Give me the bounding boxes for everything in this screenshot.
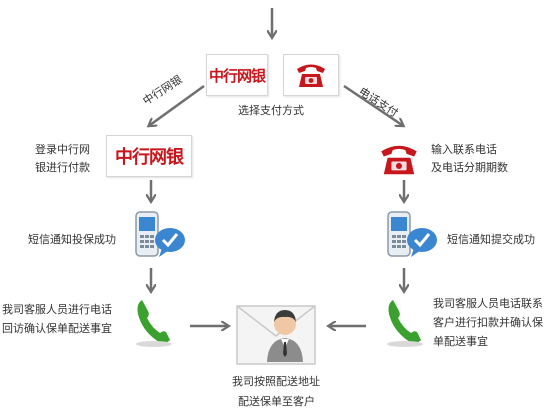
right-step1-line2: 及电话分期期数 [431, 161, 508, 174]
right-step1-line1: 输入联系电话 [431, 143, 497, 156]
left-boc-logo-card: 中行网银 [106, 135, 192, 177]
red-telephone-icon [297, 64, 325, 87]
left-sms-phone-check-icon [135, 211, 185, 257]
left-step3-line2: 回访确认保单配送事宜 [2, 322, 112, 335]
boc-logo-text: 中行网银 [115, 147, 184, 168]
left-step2-text: 短信通知投保成功 [28, 233, 116, 246]
right-sms-phone-check-icon [387, 211, 437, 257]
right-green-phone-icon [387, 300, 423, 347]
left-step3-line1: 我司客服人员进行电话 [2, 303, 112, 316]
boc-logo-text: 中行网银 [208, 66, 266, 85]
arrow-diag-right [343, 84, 402, 125]
right-step3-line2: 客户进行扣款并确认保 [433, 316, 543, 329]
right-step2-text: 短信通知提交成功 [447, 233, 535, 246]
bottom-line2: 配送保单至客户 [238, 395, 315, 408]
top-caption: 选择支付方式 [238, 104, 304, 117]
left-green-phone-icon [136, 300, 172, 347]
bottom-line1: 我司按照配送地址 [232, 375, 320, 388]
left-step1-line2: 银进行付款 [35, 161, 90, 174]
left-step1-line1: 登录中行网 [35, 143, 90, 156]
right-step3-line3: 单配送事宜 [433, 335, 488, 348]
arrow-diag-left [150, 84, 205, 125]
top-phone-card [283, 54, 339, 96]
right-step3-line1: 我司客服人员电话联系 [433, 297, 543, 310]
right-red-telephone-icon [381, 145, 417, 175]
top-boc-logo-card: 中行网银 [206, 54, 268, 96]
envelope-delivery-person-icon [236, 305, 316, 365]
